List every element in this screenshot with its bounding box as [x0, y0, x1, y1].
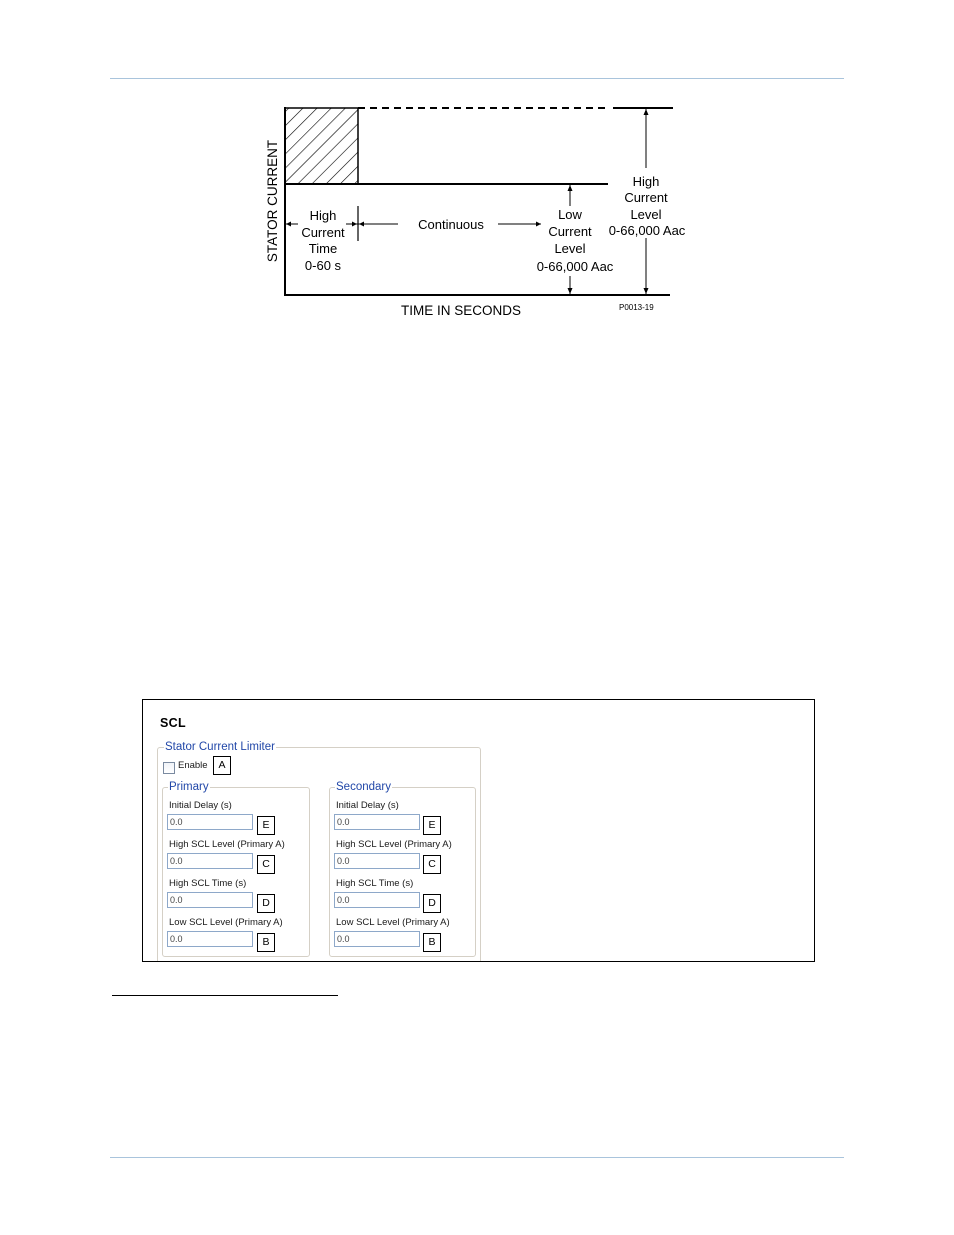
secondary-title: Secondary [335, 781, 392, 794]
high-current-block [284, 107, 359, 185]
high-current-level-label: High Current Level 0-66,000 Aac [609, 174, 686, 238]
continuous-arrowhead-right [536, 221, 541, 227]
high-level-arrowhead-up [643, 109, 649, 115]
svg-text:0-66,000 Aac: 0-66,000 Aac [609, 223, 686, 238]
callout-e-secondary: E [423, 816, 441, 835]
stator-current-limiter-group: Stator Current Limiter Enable A Primary … [157, 741, 481, 961]
primary-high-scl-level-input[interactable]: 0.0 [167, 853, 253, 869]
enable-label: Enable [178, 760, 208, 771]
callout-b-secondary: B [423, 933, 441, 952]
continuous-arrowhead-left [359, 221, 364, 227]
secondary-group: Secondary Initial Delay (s) 0.0 E High S… [329, 781, 476, 957]
scl-settings-panel: SCL Stator Current Limiter Enable A Prim… [142, 699, 815, 962]
time-arrowhead-left [286, 221, 291, 227]
svg-text:0-66,000 Aac: 0-66,000 Aac [537, 259, 614, 274]
svg-text:Time: Time [309, 241, 337, 256]
high-level-arrowhead-down [643, 288, 649, 294]
primary-high-scl-time-input[interactable]: 0.0 [167, 892, 253, 908]
low-level-arrowhead-up [567, 185, 573, 191]
secondary-initial-delay-label: Initial Delay (s) [336, 800, 399, 811]
footnote-rule [112, 995, 338, 996]
svg-text:Low: Low [558, 207, 582, 222]
primary-group: Primary Initial Delay (s) 0.0 E High SCL… [162, 781, 310, 957]
secondary-low-scl-level-label: Low SCL Level (Primary A) [336, 917, 450, 928]
primary-title: Primary [168, 781, 210, 794]
high-current-time-label: High Current Time 0-60 s [301, 208, 345, 273]
primary-high-scl-level-label: High SCL Level (Primary A) [169, 839, 285, 850]
scl-timing-diagram: STATOR CURRENT TIME IN SECONDS P0013-19 … [265, 107, 686, 318]
callout-b-primary: B [257, 933, 275, 952]
primary-high-scl-time-label: High SCL Time (s) [169, 878, 247, 889]
secondary-high-scl-level-label: High SCL Level (Primary A) [336, 839, 452, 850]
group-title: Stator Current Limiter [164, 741, 276, 754]
primary-low-scl-level-input[interactable]: 0.0 [167, 931, 253, 947]
primary-initial-delay-input[interactable]: 0.0 [167, 814, 253, 830]
header-rule [110, 78, 844, 79]
svg-text:High: High [633, 174, 660, 189]
primary-initial-delay-label: Initial Delay (s) [169, 800, 232, 811]
svg-text:Level: Level [554, 241, 585, 256]
callout-c-primary: C [257, 855, 275, 874]
callout-c-secondary: C [423, 855, 441, 874]
secondary-high-scl-time-label: High SCL Time (s) [336, 878, 414, 889]
svg-text:Current: Current [301, 225, 345, 240]
svg-text:Current: Current [548, 224, 592, 239]
svg-text:High: High [310, 208, 337, 223]
primary-low-scl-level-label: Low SCL Level (Primary A) [169, 917, 283, 928]
enable-checkbox[interactable] [163, 762, 175, 774]
svg-text:0-60 s: 0-60 s [305, 258, 342, 273]
panel-title: SCL [160, 716, 186, 730]
callout-d-secondary: D [423, 894, 441, 913]
y-axis-label: STATOR CURRENT [265, 140, 280, 262]
low-level-arrowhead-down [567, 288, 573, 294]
secondary-high-scl-level-input[interactable]: 0.0 [334, 853, 420, 869]
secondary-low-scl-level-input[interactable]: 0.0 [334, 931, 420, 947]
svg-text:Current: Current [624, 190, 668, 205]
callout-d-primary: D [257, 894, 275, 913]
time-arrowhead-right [352, 221, 357, 227]
secondary-high-scl-time-input[interactable]: 0.0 [334, 892, 420, 908]
secondary-initial-delay-input[interactable]: 0.0 [334, 814, 420, 830]
callout-e-primary: E [257, 816, 275, 835]
low-current-level-label: Low Current Level 0-66,000 Aac [537, 207, 614, 274]
footer-rule [110, 1157, 844, 1158]
svg-text:Level: Level [630, 207, 661, 222]
callout-a: A [213, 756, 231, 775]
x-axis-label: TIME IN SECONDS [401, 303, 521, 318]
figure-id: P0013-19 [619, 303, 654, 312]
continuous-label: Continuous [418, 217, 484, 232]
